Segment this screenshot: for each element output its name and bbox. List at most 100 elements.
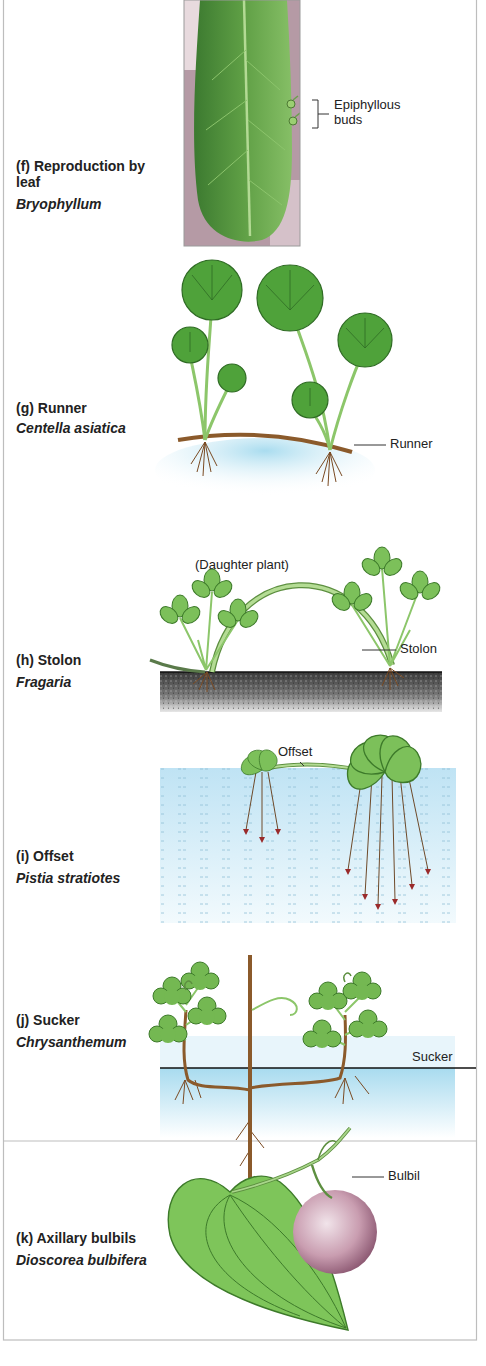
chrysanthemum-drawing xyxy=(250,1015,345,1088)
pistia-drawing xyxy=(300,762,304,766)
callout-label: Bulbil xyxy=(388,1169,420,1184)
chrysanthemum-drawing xyxy=(335,1076,369,1104)
fragaria-drawing xyxy=(362,650,396,651)
centella-drawing xyxy=(191,442,342,486)
figure-caption: (h) Stolon xyxy=(16,652,81,668)
centella-drawing xyxy=(292,312,330,450)
fragaria-drawing xyxy=(193,668,404,692)
species-name: Chrysanthemum xyxy=(16,1034,126,1050)
chrysanthemum-drawing xyxy=(343,972,381,1000)
chrysanthemum-drawing xyxy=(160,1067,476,1069)
dioscorea-drawing xyxy=(312,1165,332,1198)
chrysanthemum-drawing xyxy=(188,997,226,1025)
chrysanthemum-drawing xyxy=(160,1068,455,1138)
pistia-drawing xyxy=(268,764,360,770)
bryophyllum-photo xyxy=(184,0,300,246)
bryophyllum-photo xyxy=(194,0,292,242)
fragaria-drawing xyxy=(160,672,442,712)
centella-drawing xyxy=(218,364,246,392)
callout-label: Offset xyxy=(278,745,312,760)
chrysanthemum-drawing xyxy=(309,982,347,1010)
chrysanthemum-drawing xyxy=(149,955,476,1182)
centella-drawing xyxy=(346,318,384,348)
pistia-drawing xyxy=(243,829,431,910)
pistia-drawing xyxy=(268,764,360,770)
figure-caption: (k) Axillary bulbils xyxy=(16,1230,136,1246)
fragaria-drawing xyxy=(382,668,404,690)
chrysanthemum-drawing xyxy=(252,998,297,1015)
centella-drawing xyxy=(257,265,323,331)
fragaria-drawing xyxy=(397,571,443,603)
frame xyxy=(4,0,477,1340)
bryophyllum-photo xyxy=(244,0,250,236)
centella-drawing xyxy=(205,388,228,440)
centella-drawing xyxy=(191,442,217,476)
chrysanthemum-drawing xyxy=(349,1010,387,1038)
centella-drawing xyxy=(190,332,310,406)
species-name: Pistia stratiotes xyxy=(16,870,120,886)
pistia-drawing xyxy=(345,730,424,793)
pistia-drawing xyxy=(345,869,431,910)
fragaria-drawing xyxy=(189,569,235,601)
pistia-drawing xyxy=(246,772,428,905)
frame xyxy=(4,0,477,1340)
centella-drawing xyxy=(316,452,342,486)
dioscorea-drawing xyxy=(232,1128,350,1192)
bracket xyxy=(312,100,329,128)
centella-drawing xyxy=(205,300,212,440)
callout-label: Sucker xyxy=(412,1050,452,1065)
pistia-drawing xyxy=(160,730,456,923)
chrysanthemum-drawing xyxy=(175,1076,369,1166)
dioscorea-drawing xyxy=(168,1128,384,1330)
bryophyllum-photo xyxy=(184,0,300,246)
pistia-drawing xyxy=(381,745,423,786)
bryophyllum-photo xyxy=(293,96,300,117)
fragaria-drawing xyxy=(150,547,443,712)
fragaria-drawing xyxy=(157,595,203,627)
chrysanthemum-drawing xyxy=(303,1020,341,1048)
chrysanthemum-drawing xyxy=(181,962,219,990)
fragaria-drawing xyxy=(180,592,238,670)
fragaria-drawing xyxy=(215,599,261,631)
centella-drawing xyxy=(172,260,392,418)
dioscorea-drawing xyxy=(206,1195,300,1316)
fragaria-drawing xyxy=(180,568,418,670)
bryophyllum-photo xyxy=(287,100,295,108)
centella-drawing xyxy=(330,355,362,450)
species-name: Bryophyllum xyxy=(16,196,102,212)
chrysanthemum-drawing xyxy=(149,1015,187,1043)
dioscorea-drawing xyxy=(232,1128,350,1192)
callout-label: (Daughter plant) xyxy=(195,558,289,573)
pistia-drawing xyxy=(253,747,281,775)
centella-drawing xyxy=(190,265,384,406)
fragaria-drawing xyxy=(329,582,375,614)
centella-drawing xyxy=(266,270,314,310)
bryophyllum-photo xyxy=(206,50,285,205)
figure-caption: (j) Sucker xyxy=(16,1012,80,1028)
centella-drawing xyxy=(190,355,205,440)
centella-drawing xyxy=(192,265,232,300)
fragaria-drawing xyxy=(359,547,405,579)
callout-label: Runner xyxy=(390,437,433,452)
frame xyxy=(4,1140,477,1141)
pistia-drawing xyxy=(243,829,281,843)
figure-caption: (f) Reproduction by leaf xyxy=(16,158,148,190)
species-name: Dioscorea bulbifera xyxy=(16,1252,147,1268)
centella-drawing xyxy=(338,313,392,367)
bryophyllum-photo xyxy=(289,117,297,125)
fragaria-drawing xyxy=(150,660,205,672)
chrysanthemum-drawing xyxy=(185,973,351,990)
centella-drawing xyxy=(182,260,242,320)
dioscorea-drawing xyxy=(293,1190,377,1274)
fragaria-drawing xyxy=(160,672,442,712)
pistia-drawing xyxy=(160,768,456,923)
figure-caption: (i) Offset xyxy=(16,848,74,864)
centella-drawing xyxy=(354,445,386,446)
pistia-drawing xyxy=(238,747,281,781)
pistia-drawing xyxy=(348,774,428,905)
figure-caption: (g) Runner xyxy=(16,400,87,416)
chrysanthemum-drawing xyxy=(248,955,252,1182)
fragaria-drawing xyxy=(193,672,215,692)
callout-label: Stolon xyxy=(400,642,437,657)
